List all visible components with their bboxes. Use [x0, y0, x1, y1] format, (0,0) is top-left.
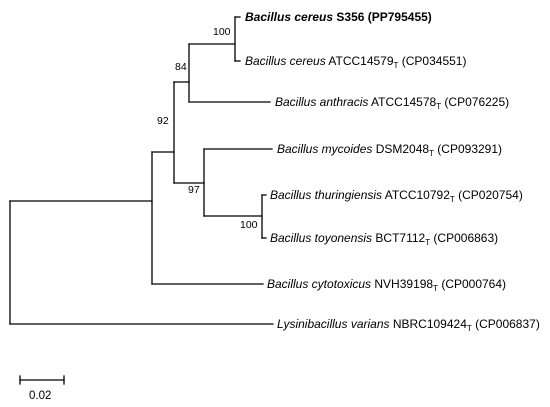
tip-label-thuringiensis: Bacillus thuringiensis ATCC10792T (CP020… — [270, 188, 523, 204]
tip-label-anthracis: Bacillus anthracis ATCC14578T (CP076225) — [275, 95, 509, 111]
type-strain-mark: T — [467, 324, 472, 333]
accession: (CP020754) — [455, 188, 523, 202]
strain-name: BCT7112 — [372, 231, 425, 245]
strain-name: DSM2048 — [372, 142, 429, 156]
tip-label-lysinibacillus: Lysinibacillus varians NBRC109424T (CP00… — [277, 317, 540, 333]
type-strain-mark: T — [429, 149, 434, 158]
accession: (CP034551) — [398, 54, 466, 68]
strain-name: ATCC10792 — [382, 188, 450, 202]
accession: (CP006863) — [430, 231, 498, 245]
tip-label-mycoides: Bacillus mycoides DSM2048T (CP093291) — [277, 142, 502, 158]
tip-label-cereus-s356: Bacillus cereus S356 (PP795455) — [245, 10, 432, 24]
accession: (CP076225) — [441, 95, 509, 109]
accession: (CP000764) — [438, 277, 506, 291]
species-name: Bacillus toyonensis — [270, 231, 372, 245]
accession: (CP006837) — [472, 317, 540, 331]
accession: (CP093291) — [434, 142, 502, 156]
tip-label-cereus-atcc14579: Bacillus cereus ATCC14579T (CP034551) — [245, 54, 466, 70]
type-strain-mark: T — [450, 195, 455, 204]
scale-bar-label: 0.02 — [29, 390, 51, 402]
species-name: Bacillus cereus — [245, 54, 326, 68]
type-strain-mark: T — [425, 238, 430, 247]
bootstrap-mycoides-group: 97 — [188, 184, 200, 196]
strain-name: ATCC14578 — [368, 95, 436, 109]
strain-name: S356 — [333, 10, 365, 24]
type-strain-mark: T — [394, 61, 399, 70]
tip-label-toyonensis: Bacillus toyonensis BCT7112T (CP006863) — [270, 231, 498, 247]
strain-name: NVH39198 — [371, 277, 433, 291]
bootstrap-anthracis-group: 84 — [175, 61, 187, 73]
species-name: Bacillus cytotoxicus — [267, 277, 371, 291]
bootstrap-cereus-pair: 100 — [213, 26, 231, 38]
scale-bar: 0.02 — [19, 375, 65, 402]
accession: (PP795455) — [364, 10, 431, 24]
bootstrap-ingroup-core: 92 — [157, 115, 169, 127]
species-name: Bacillus mycoides — [277, 142, 372, 156]
species-name: Bacillus anthracis — [275, 95, 368, 109]
type-strain-mark: T — [436, 102, 441, 111]
species-name: Bacillus thuringiensis — [270, 188, 382, 202]
type-strain-mark: T — [433, 284, 438, 293]
strain-name: ATCC14579 — [326, 54, 394, 68]
species-name: Bacillus cereus — [245, 10, 333, 24]
species-name: Lysinibacillus varians — [277, 317, 390, 331]
tip-label-cytotoxicus: Bacillus cytotoxicus NVH39198T (CP000764… — [267, 277, 506, 293]
bootstrap-thuringiensis-pair: 100 — [240, 219, 258, 231]
strain-name: NBRC109424 — [390, 317, 468, 331]
